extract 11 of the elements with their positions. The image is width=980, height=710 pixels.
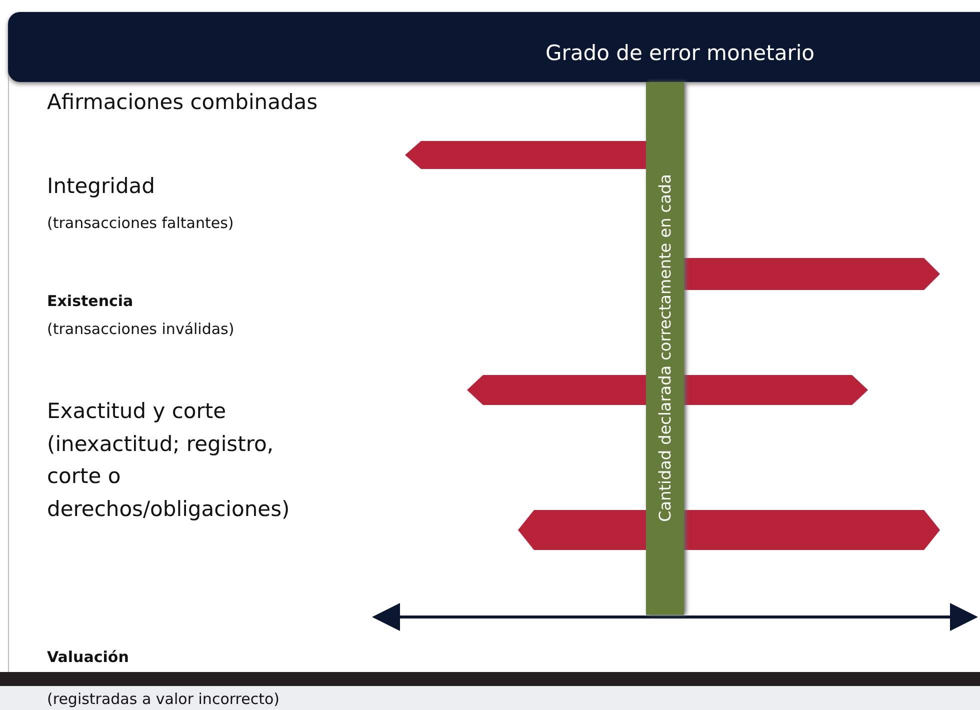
vertical-bar [646, 82, 684, 615]
row-label: Valuación [47, 647, 130, 668]
row-label: Integridad [47, 173, 156, 200]
header-title: Grado de error monetario [544, 40, 816, 67]
row-label: Exactitud y corte (inexactitud; registro, corte o derechos/obligaciones) [47, 398, 291, 523]
bar-label: Cantidad declarada correctamente en cada [656, 173, 674, 524]
row-label: Afirmaciones combinadas [47, 89, 319, 116]
row-label: (transacciones inválidas) [47, 319, 236, 340]
row-label: Existencia [47, 291, 134, 312]
row-label: (registradas a valor incorrecto) [47, 689, 280, 710]
row-label: (transacciones faltantes) [47, 213, 235, 234]
